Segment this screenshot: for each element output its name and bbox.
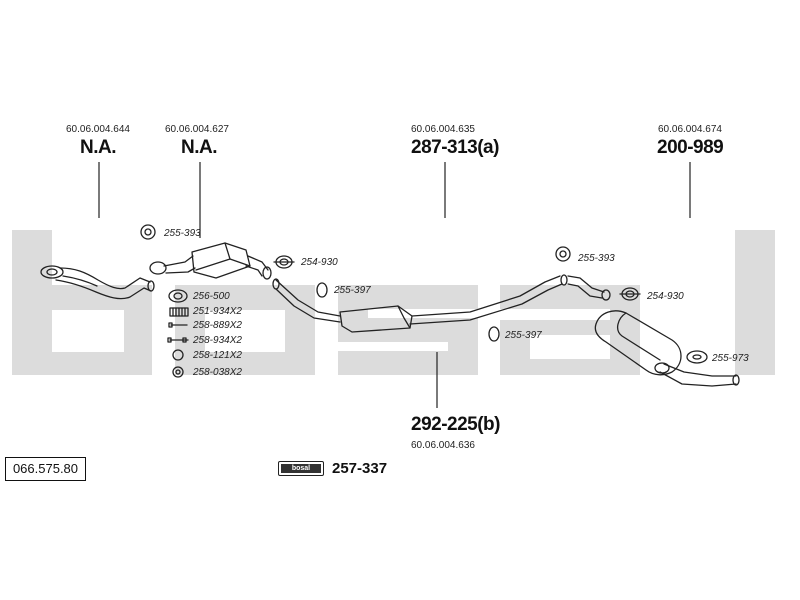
part-label-ring-rear: 255-397: [505, 330, 542, 341]
bosal-kit-badge-text: bosal: [281, 464, 321, 473]
rear-silencer: [594, 310, 740, 387]
bosal-kit-badge: bosal: [278, 461, 324, 476]
kit-icon-gasket: [168, 289, 188, 303]
bosal-watermark: [12, 230, 775, 375]
gasket-front-shape: [140, 224, 156, 240]
kit-item-3: 258-889X2: [193, 320, 242, 331]
kit-code: 257-337: [332, 460, 388, 477]
clamp-rear-shape: [619, 287, 641, 301]
ring-front-shape: [316, 282, 328, 298]
ring-rear-shape: [488, 326, 500, 342]
kit-item-4: 258-934X2: [193, 335, 242, 346]
kit-icon-bolt: [168, 322, 188, 328]
kit-item-6: 258-038X2: [193, 367, 242, 378]
diagram-number: 066.575.80: [5, 457, 86, 481]
kit-item-1: 256-500: [193, 291, 230, 302]
center-pipe: [272, 274, 568, 333]
part-label-gasket-front: 255-393: [164, 228, 201, 239]
bottom-code: 292-225(b): [411, 414, 501, 435]
top-ref-4: 60.06.004.674: [658, 124, 722, 135]
front-silencer: [149, 242, 272, 280]
kit-icon-nut: [172, 366, 184, 378]
part-label-clamp-front: 254-930: [301, 257, 338, 268]
front-down-pipe: [40, 265, 155, 300]
hanger-rear-shape: [686, 350, 708, 364]
kit-item-5: 258-121X2: [193, 350, 242, 361]
gasket-rear-shape: [555, 246, 571, 262]
top-code-4: 200-989: [657, 137, 724, 158]
rear-pipe: [567, 275, 611, 301]
top-ref-2: 60.06.004.627: [165, 124, 229, 135]
part-label-hanger-rear: 255-973: [712, 353, 749, 364]
bottom-ref: 60.06.004.636: [411, 440, 475, 451]
kit-icon-washer: [172, 349, 184, 361]
kit-icon-stud: [167, 337, 189, 343]
part-label-clamp-rear: 254-930: [647, 291, 684, 302]
part-label-ring-front: 255-397: [334, 285, 371, 296]
leader-lines: [98, 162, 691, 408]
part-label-gasket-rear: 255-393: [578, 253, 615, 264]
top-code-1: N.A.: [80, 137, 117, 158]
top-ref-3: 60.06.004.635: [411, 124, 475, 135]
kit-item-2: 251-934X2: [193, 306, 242, 317]
top-code-2: N.A.: [181, 137, 218, 158]
clamp-front-shape: [273, 255, 295, 269]
top-ref-1: 60.06.004.644: [66, 124, 130, 135]
kit-icon-spring: [169, 307, 189, 317]
top-code-3: 287-313(a): [411, 137, 499, 158]
